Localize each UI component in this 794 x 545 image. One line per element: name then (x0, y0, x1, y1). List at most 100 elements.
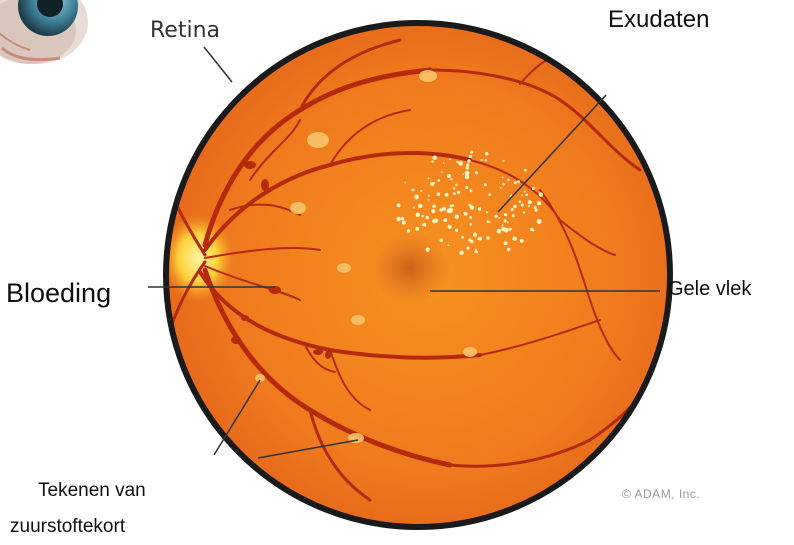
exudate-dot (535, 209, 538, 212)
exudate-dot (455, 215, 459, 219)
exudate-dot (443, 218, 447, 222)
exudate-dot (428, 178, 430, 180)
exudate-dot (500, 187, 502, 189)
exudate-dot (422, 215, 424, 217)
exudate-dot (497, 229, 502, 234)
exudate-dot (455, 184, 457, 186)
exudate-dot (430, 182, 434, 186)
exudate-dot (512, 237, 516, 241)
eyeball-icon (0, 0, 88, 64)
exudate-dot (470, 223, 473, 226)
exudate-dot (433, 156, 437, 160)
exudate-dot (520, 239, 524, 243)
exudate-dot (438, 179, 441, 182)
label-yellow-spot: Gele vlek (668, 278, 751, 301)
exudate-dot (440, 239, 443, 242)
exudate-dot (418, 204, 421, 207)
exudate-dot (455, 229, 458, 232)
exudate-dot (412, 189, 415, 192)
exudate-dot (404, 182, 406, 184)
exudate-dot (485, 152, 488, 155)
exudate-dot (481, 159, 483, 161)
exudate-dot (413, 207, 415, 209)
exudate-dot (484, 183, 487, 186)
exudate-dot (507, 179, 509, 181)
exudate-dot (475, 171, 478, 174)
exudate-dot (477, 238, 479, 240)
exudate-dot (502, 225, 504, 227)
exudate-dot (469, 155, 472, 158)
exudate-dot (437, 193, 440, 196)
exudate-dot (469, 216, 472, 219)
exudate-dot (443, 162, 445, 164)
exudate-dot (507, 222, 509, 224)
exudate-dot (539, 192, 543, 196)
label-oxygen-deficiency-line2: zuurstoftekort (10, 516, 125, 538)
exudate-dot (448, 225, 452, 229)
exudate-dot (502, 177, 504, 179)
label-bleeding: Bloeding (6, 278, 111, 309)
exudate-dot (504, 220, 507, 223)
exudate-dot (495, 215, 498, 218)
exudate-dot (465, 186, 468, 189)
exudate-dot (504, 241, 508, 245)
exudate-dot (511, 208, 514, 211)
exudate-dot (397, 204, 401, 208)
exudate-dot (401, 217, 403, 219)
exudate-dot (458, 161, 463, 166)
exudate-dot (450, 205, 453, 208)
exudate-dot (486, 236, 489, 239)
exudate-dot (463, 174, 465, 176)
exudate-dot (432, 205, 436, 209)
exudate-dot (416, 227, 420, 231)
exudate-dot (467, 247, 470, 250)
exudate-dot (449, 158, 451, 160)
exudate-dot (504, 213, 507, 216)
exudate-dot (509, 228, 512, 231)
leader-retina (204, 47, 232, 82)
exudate-dot (426, 216, 429, 219)
exudate-dot (513, 205, 516, 208)
exudate-dot (470, 189, 473, 192)
exudate-dot (432, 219, 436, 223)
exudate-dot (473, 233, 477, 237)
exudate-dot (523, 211, 525, 213)
copyright-text: © ADAM, Inc. (622, 487, 700, 501)
exudate-dot (507, 248, 511, 252)
exudate-dot (441, 171, 443, 173)
exudate-dot (478, 207, 481, 210)
exudate-dot (440, 208, 443, 211)
exudate-dot (526, 194, 529, 197)
label-oxygen-deficiency-line1: Tekenen van (38, 480, 146, 502)
exudate-dot (487, 220, 490, 223)
exudate-dot (528, 205, 530, 207)
exudate-dot (466, 164, 469, 167)
exudate-dot (447, 174, 451, 178)
exudate-dot (532, 229, 534, 231)
exudate-dot (407, 229, 410, 232)
exudate-dot (489, 221, 491, 223)
exudate-dot (485, 159, 487, 161)
exudate-dot (457, 191, 460, 194)
exudate-dot (534, 206, 537, 209)
exudate-dot (488, 193, 491, 196)
exudate-dot (433, 182, 435, 184)
exudate-dot (501, 227, 505, 231)
exudate-dot (499, 217, 501, 219)
exudate-dot (478, 237, 482, 241)
label-retina: Retina (150, 18, 220, 43)
exudate-dot (468, 204, 471, 207)
exudate-dot (524, 191, 526, 193)
exudate-dot (448, 244, 450, 246)
exudate-dot (468, 238, 471, 241)
exudate-dot (503, 160, 505, 162)
exudate-dot (514, 181, 517, 184)
label-exudates: Exudaten (608, 6, 709, 34)
exudate-dot (524, 169, 527, 172)
exudate-dot (414, 195, 419, 200)
exudate-dot (453, 187, 455, 189)
exudate-dot (537, 201, 541, 205)
macula (370, 232, 450, 304)
